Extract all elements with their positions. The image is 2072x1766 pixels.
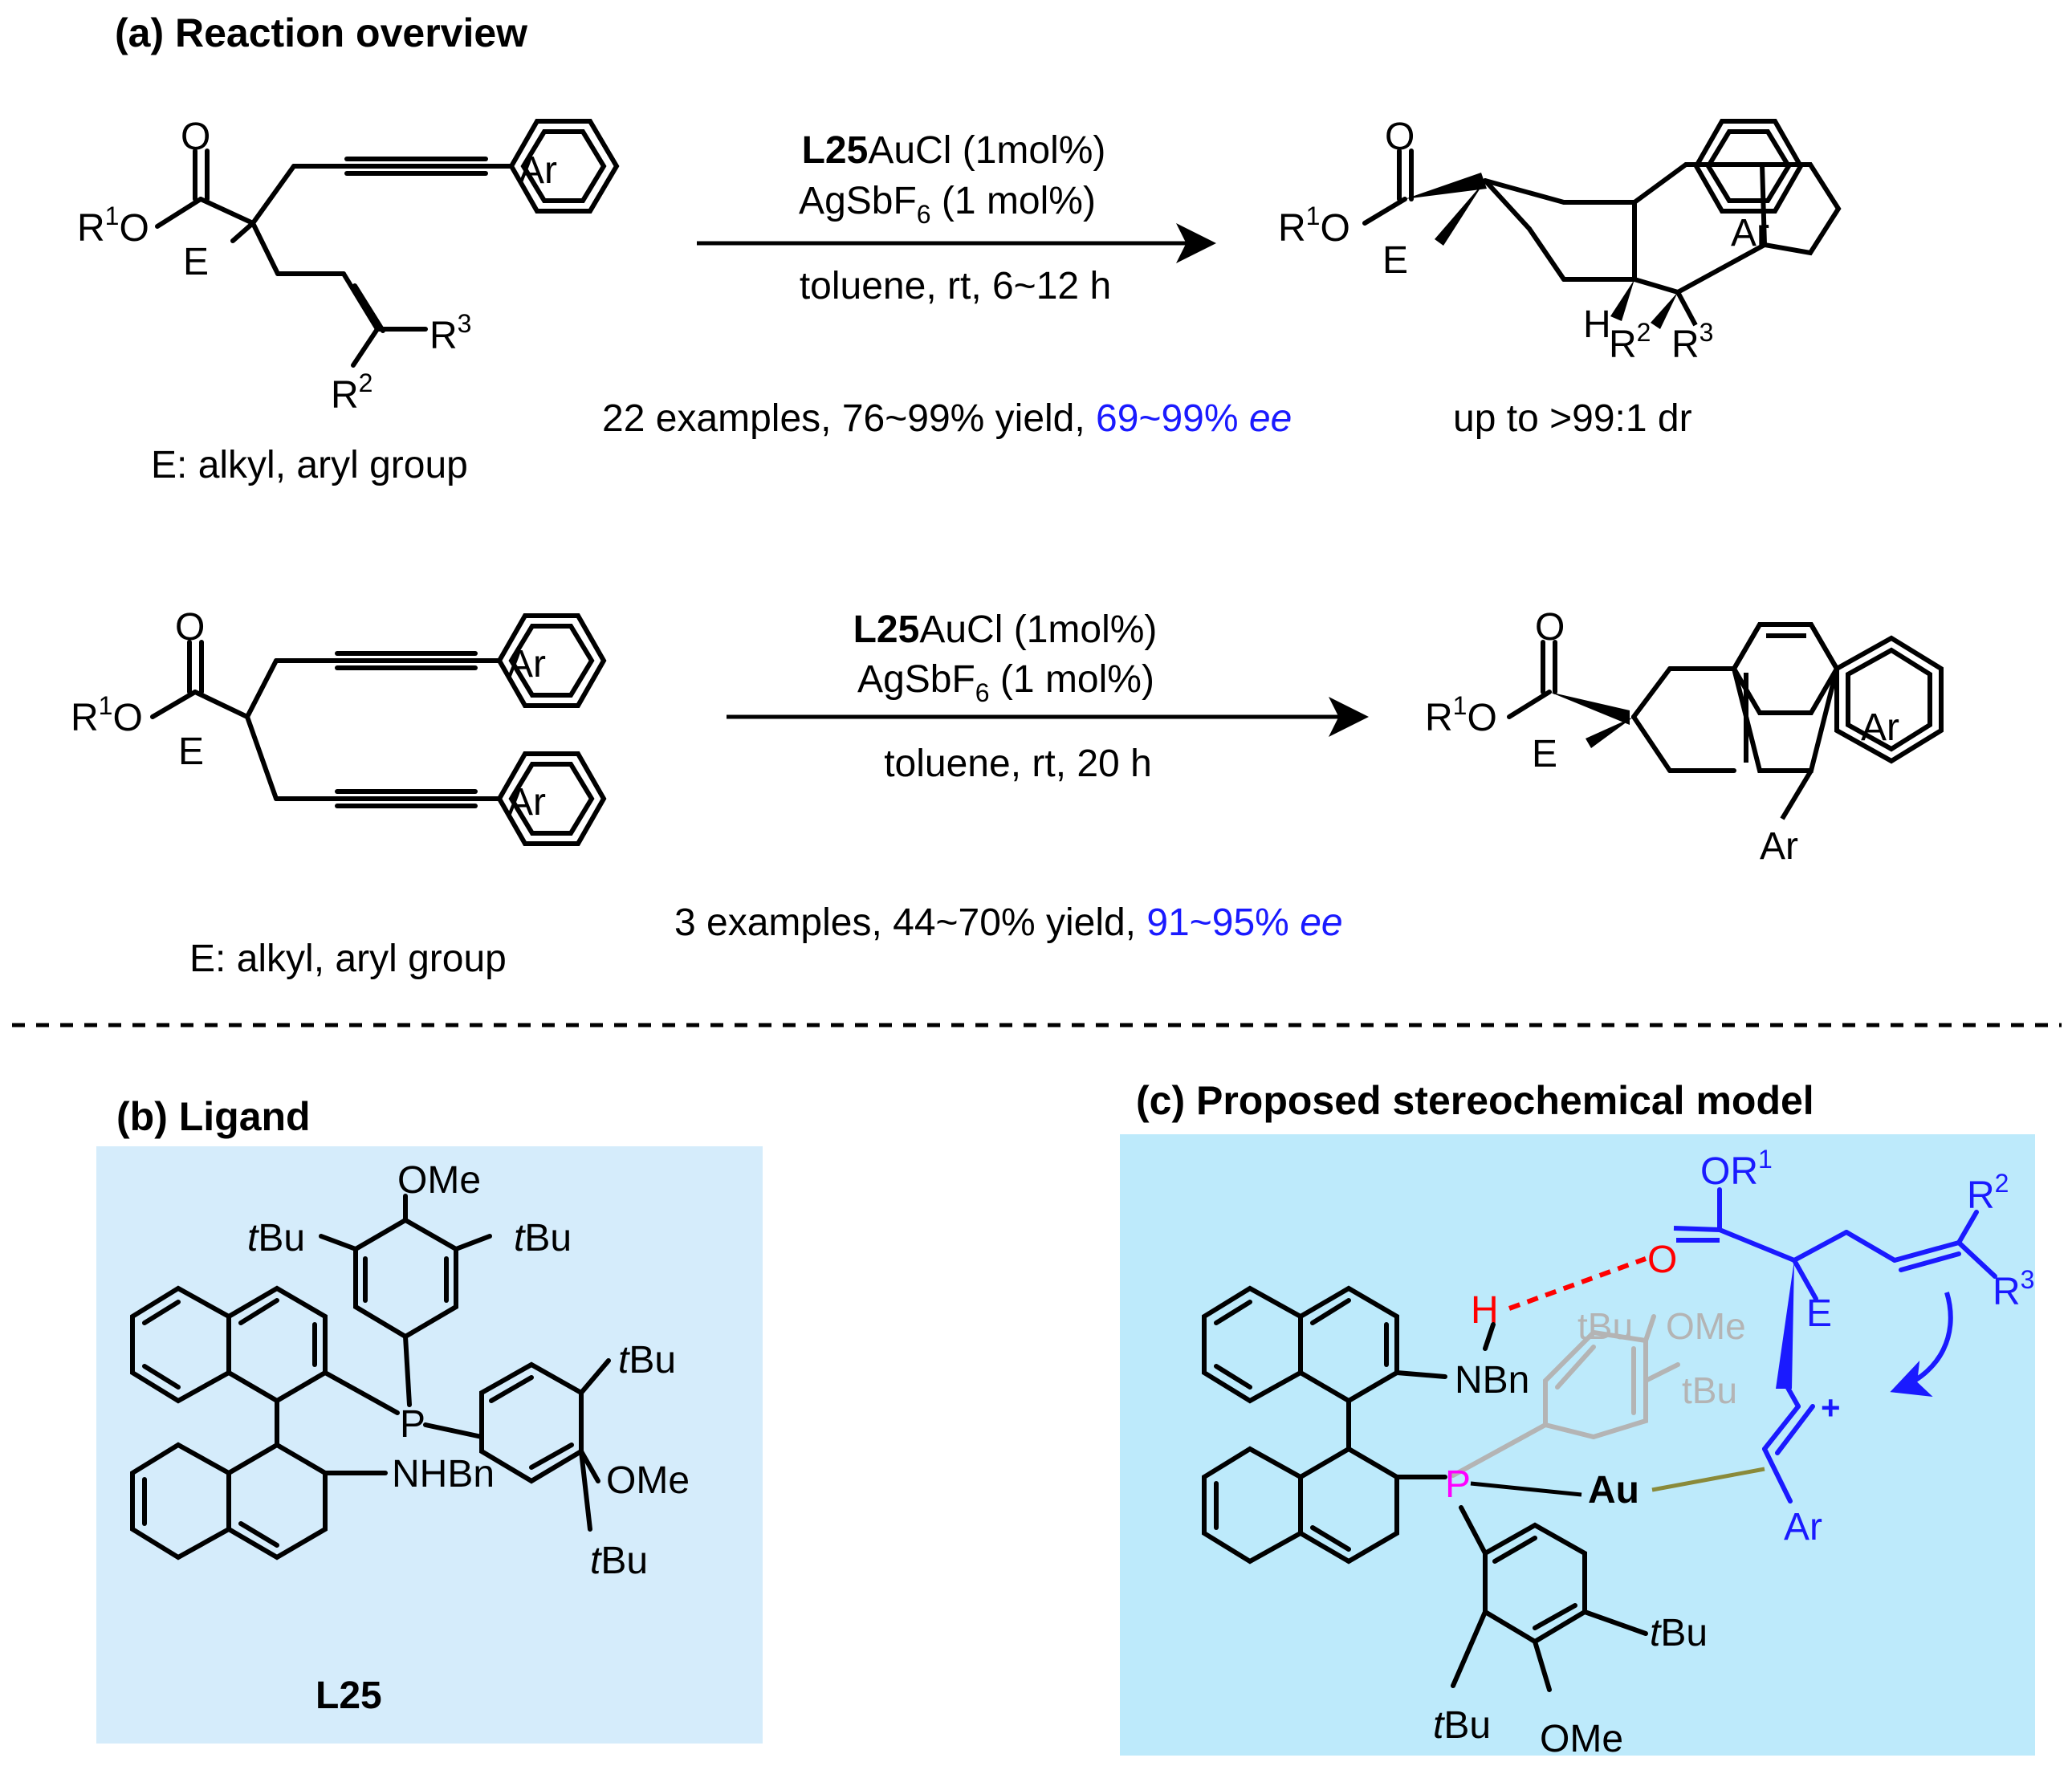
ligand-p: P [400, 1403, 425, 1446]
reaction1-substrate-carbonyl-o: O [181, 116, 210, 158]
ligand-tbu-top-right: tBu [514, 1217, 572, 1259]
reaction1-catalyst: L25AuCl (1mol%) [802, 129, 1106, 172]
reaction1-product-r2: R2 [1609, 318, 1651, 366]
reaction1-substrate-ar-label: Ar [519, 149, 557, 192]
reaction1-product-wedge-e [1435, 181, 1485, 246]
reaction2-product-fused-rings [1731, 622, 1944, 820]
model-p: P [1445, 1463, 1471, 1506]
reaction1-product-carbonyl-o: O [1385, 116, 1415, 158]
reaction1-product-e: E [1382, 239, 1408, 282]
model-h-bond [1508, 1256, 1647, 1311]
reaction2-product-carbonyl-o: O [1535, 606, 1565, 649]
reaction2-substrate-aryl-ring-top [496, 613, 607, 708]
model-au: Au [1588, 1469, 1639, 1512]
reaction2-e-note: E: alkyl, aryl group [189, 938, 507, 980]
reaction1-product-wedge-h [1610, 279, 1634, 321]
reaction1-substrate-r1o: R1O [77, 201, 149, 250]
model-substrate-wedge [1776, 1260, 1794, 1389]
reaction2-substrate-aryl-ring-bottom [496, 751, 607, 846]
model-binaphthyl [1202, 1285, 1496, 1565]
model-tbu-grey-2: tBu [1682, 1369, 1737, 1411]
model-r2: R2 [1967, 1169, 2009, 1217]
model-substrate [1717, 1187, 1997, 1504]
reaction1-product-hash-bond [1405, 173, 1487, 199]
reaction2-substrate-ar-top: Ar [507, 643, 546, 686]
reaction1-additive: AgSbF6 (1 mol%) [799, 180, 1096, 229]
model-or1: OR1 [1700, 1145, 1773, 1193]
reaction1-conditions: toluene, rt, 6~12 h [800, 265, 1111, 307]
reaction2-catalyst: L25AuCl (1mol%) [853, 608, 1158, 651]
model-carbonyl-double-1 [1673, 1226, 1720, 1232]
reaction1-substrate [155, 149, 514, 368]
reaction1-substrate-r2: R2 [331, 368, 372, 417]
ligand-panel [96, 1146, 763, 1744]
section-b-title: (b) Ligand [116, 1094, 311, 1139]
reaction2-results: 3 examples, 44~70% yield, 91~95% ee [674, 901, 1343, 944]
reaction1-product-ar-label: Ar [1731, 212, 1769, 254]
reaction2-product-ar-label: Ar [1861, 706, 1899, 749]
reaction2-product-wedge-e [1586, 717, 1634, 748]
ligand-ome-right: OMe [606, 1459, 690, 1502]
reaction1-product-wedge-r [1651, 292, 1678, 329]
reaction1-substrate-aryl-ring [508, 119, 620, 214]
section-c-title: (c) Proposed stereochemical model [1136, 1078, 1814, 1123]
reaction1-product-r1o: R1O [1278, 201, 1350, 250]
ligand-nhbn: NHBn [392, 1453, 495, 1495]
reaction2-additive: AgSbF6 (1 mol%) [857, 658, 1154, 707]
model-grey-aryl [1451, 1314, 1680, 1478]
model-carbonyl-o: O [1647, 1239, 1677, 1281]
model-r3: R3 [1993, 1265, 2034, 1313]
model-ome-grey: OMe [1666, 1305, 1746, 1347]
reaction1-results: 22 examples, 76~99% yield, 69~99% ee [602, 397, 1292, 440]
reaction2-product-hash-bond [1549, 692, 1630, 725]
reaction1-e-note: E: alkyl, aryl group [151, 444, 468, 486]
model-p-au-bond [1470, 1481, 1582, 1497]
model-au-c-bond [1651, 1467, 1765, 1492]
reaction1-product-h: H [1583, 303, 1611, 346]
ligand-ome-top: OMe [397, 1159, 481, 1202]
ligand-tbu-top-left: tBu [247, 1217, 305, 1259]
model-ar: Ar [1784, 1506, 1822, 1548]
model-ome: OMe [1540, 1718, 1623, 1760]
ligand-structure [130, 1194, 611, 1561]
model-tbu-2: tBu [1433, 1704, 1491, 1747]
reaction2-substrate-e: E [178, 730, 204, 773]
reaction2-product-ar-sub: Ar [1760, 825, 1798, 868]
reaction2-substrate-carbonyl-o: O [175, 606, 205, 649]
ligand-tbu-right-top: tBu [618, 1339, 676, 1381]
model-front-aryl [1451, 1505, 1648, 1692]
reaction1-product-r3: R3 [1671, 318, 1713, 366]
reaction2-substrate-r1o: R1O [71, 691, 143, 739]
ligand-name: L25 [315, 1674, 382, 1717]
reaction1-substrate-e: E [183, 241, 209, 283]
model-tbu-grey-1: tBu [1577, 1305, 1633, 1347]
reaction2-conditions: toluene, rt, 20 h [884, 743, 1152, 785]
model-plus: + [1821, 1389, 1841, 1426]
model-tbu-1: tBu [1650, 1612, 1708, 1654]
reaction1-dr: up to >99:1 dr [1453, 397, 1692, 440]
reaction2-product-r1o: R1O [1425, 691, 1497, 739]
reaction2-product-e: E [1532, 733, 1557, 775]
reaction1-substrate-r3: R3 [429, 309, 471, 357]
reaction1-product-benzo [1693, 119, 1804, 214]
model-nbn: NBn [1455, 1359, 1529, 1402]
model-curved-arrow [1890, 1292, 1953, 1398]
reaction2-substrate-ar-bottom: Ar [507, 781, 546, 824]
model-panel [1120, 1134, 2035, 1756]
reaction2-substrate [150, 640, 502, 808]
ligand-tbu-right-bottom: tBu [590, 1540, 648, 1582]
reaction1-product-r3-bond [1675, 291, 1698, 327]
section-a-title: (a) Reaction overview [115, 10, 527, 55]
model-e: E [1806, 1292, 1832, 1335]
reaction1-product [1362, 149, 1767, 295]
